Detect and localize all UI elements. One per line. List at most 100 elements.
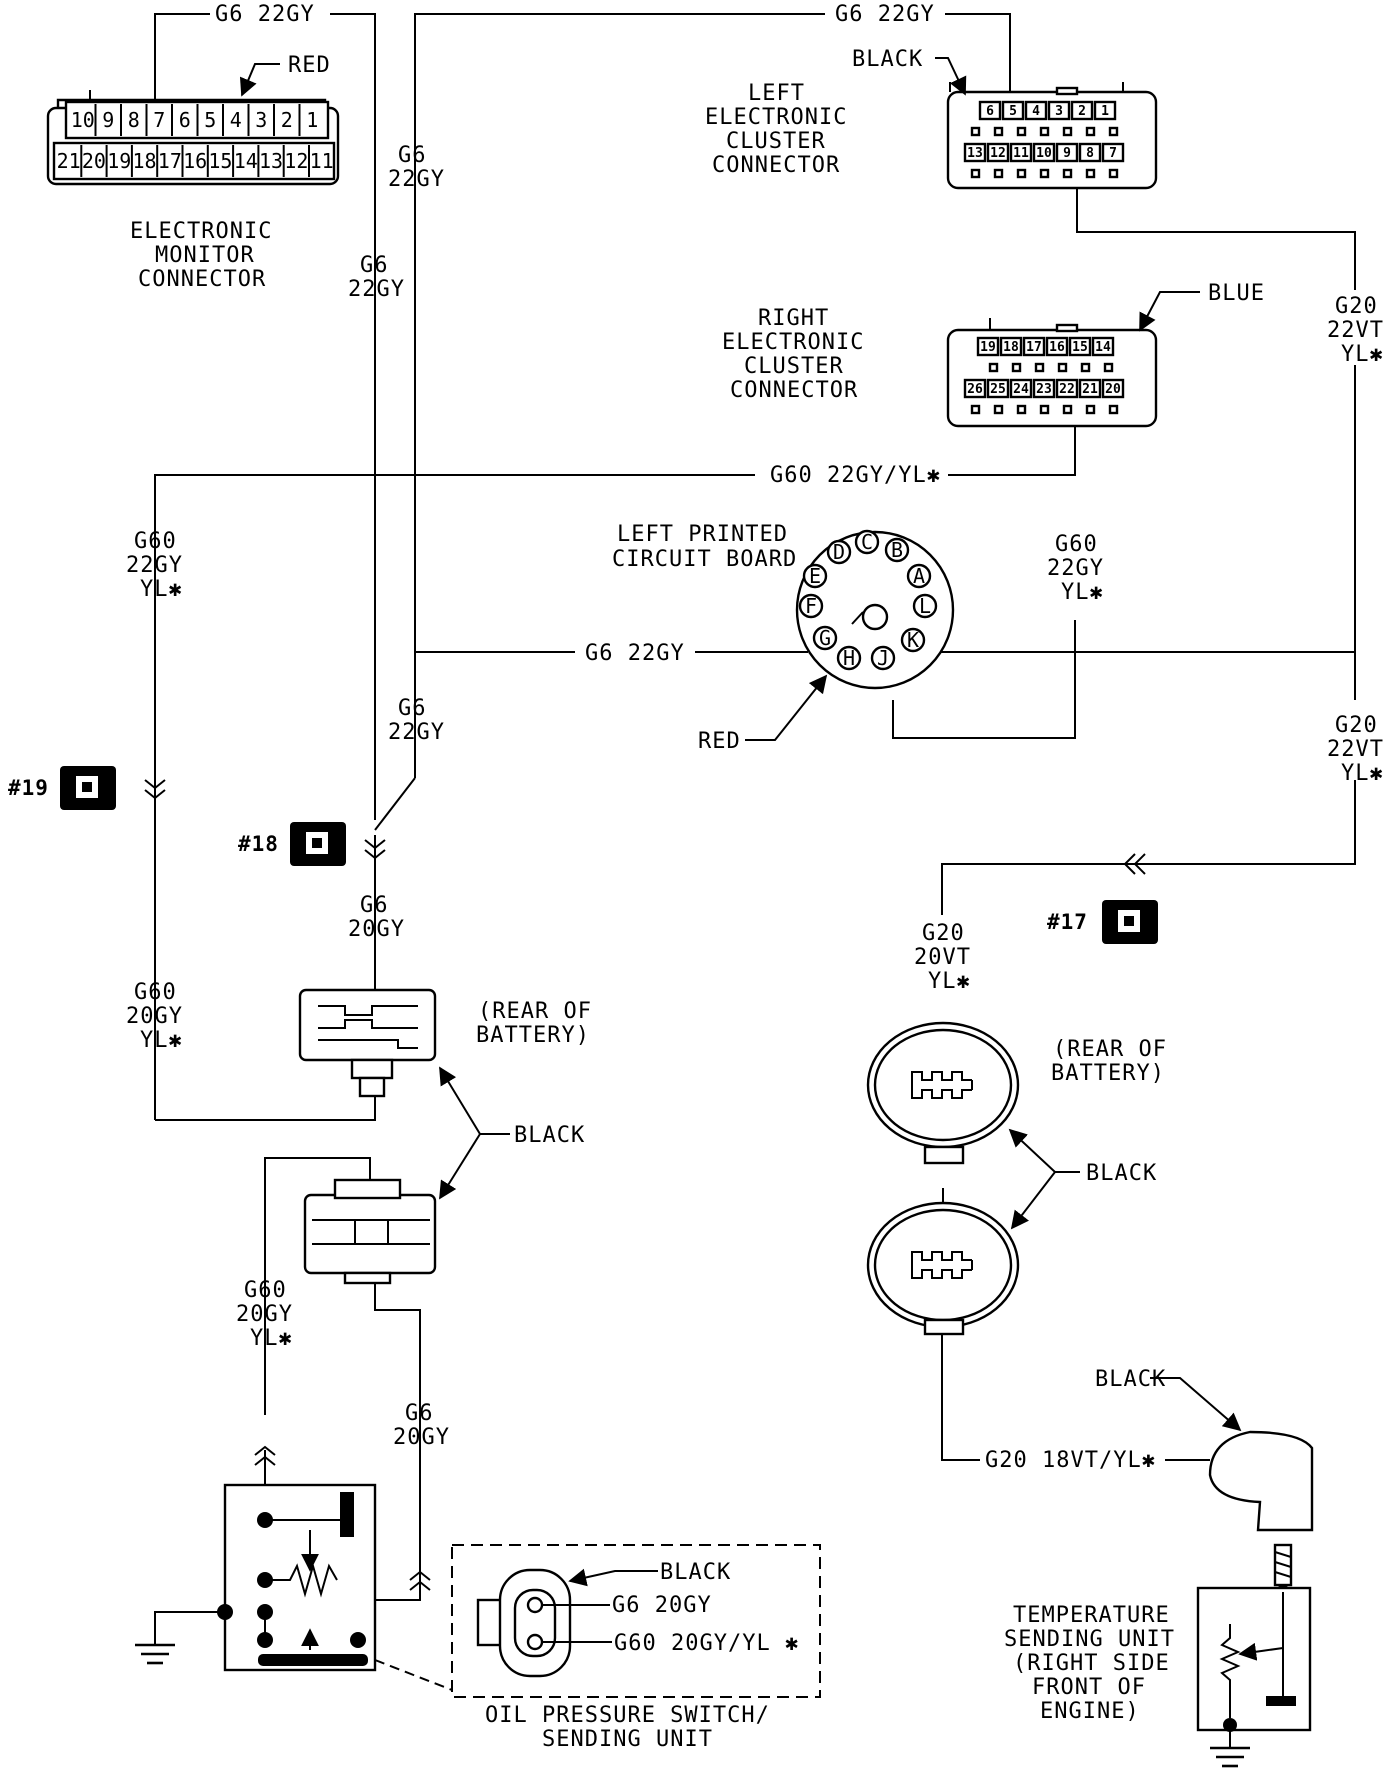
pcb-pin-label: A [913, 564, 925, 588]
wire-label-top-right: G6 22GY [835, 2, 935, 27]
svg-text:BLACK: BLACK [1086, 1161, 1157, 1186]
svg-text:G20: G20 [1335, 713, 1378, 738]
pin-label: 15 [1072, 340, 1088, 355]
pcb-color-callout: RED [698, 674, 828, 754]
svg-text:22GY: 22GY [348, 277, 405, 302]
label-g60-22gy-right: G60 22GY YL✱ [1047, 532, 1104, 605]
svg-text:CIRCUIT BOARD: CIRCUIT BOARD [612, 547, 797, 572]
svg-text:FRONT OF: FRONT OF [1032, 1675, 1146, 1700]
svg-text:22VT: 22VT [1327, 737, 1384, 762]
svg-text:20GY: 20GY [126, 1004, 183, 1029]
pin-label: 7 [1109, 146, 1117, 161]
svg-text:CONNECTOR: CONNECTOR [730, 378, 858, 403]
oil-color: BLACK [660, 1560, 731, 1585]
splice-19: #19 [8, 766, 166, 810]
right-cluster-color-callout: BLUE [1139, 281, 1264, 332]
rear-battery-connector-right-upper [866, 1021, 1020, 1165]
svg-text:(REAR OF: (REAR OF [1053, 1037, 1167, 1062]
svg-text:MONITOR: MONITOR [155, 243, 255, 268]
splice-18: #18 [238, 822, 386, 866]
wire-g20-cluster [941, 185, 1356, 915]
pcb-color: RED [698, 729, 741, 754]
label-g6-20gy-b: G6 20GY [393, 1401, 450, 1450]
svg-text:20GY: 20GY [348, 917, 405, 942]
svg-text:#19: #19 [8, 776, 49, 800]
temperature-sender-unit [1196, 1543, 1312, 1768]
pin-label: 11 [1013, 146, 1029, 161]
pin-label: 12 [990, 146, 1006, 161]
pcb-pin-label: F [805, 594, 817, 618]
splice-17: #17 [1047, 853, 1158, 944]
pcb-pin-label: E [809, 564, 821, 588]
left-cluster-color: BLACK [852, 47, 923, 72]
temperature-sender-connector: BLACK [1095, 1367, 1314, 1532]
pin-label: 7 [153, 108, 165, 132]
svg-text:BATTERY): BATTERY) [476, 1023, 590, 1048]
svg-text:YL✱: YL✱ [1061, 580, 1104, 605]
ground-symbol-left [135, 1604, 233, 1665]
pin-label: 20 [82, 149, 106, 173]
oil-pressure-switch [223, 1483, 377, 1672]
label-g60-20gy-left: G60 20GY YL✱ [126, 980, 183, 1053]
pin-label: 10 [71, 108, 95, 132]
label-g6-22gy-a: G6 22GY [388, 143, 445, 192]
pin-label: 23 [1036, 382, 1052, 397]
pcb-pin-label: D [833, 540, 845, 564]
svg-text:G60: G60 [1055, 532, 1098, 557]
pcb-pin-label: G [819, 626, 831, 650]
pcb-title: LEFT PRINTED CIRCUIT BOARD [612, 522, 797, 572]
pin-label: 21 [1082, 382, 1098, 397]
svg-text:ELECTRONIC: ELECTRONIC [705, 105, 847, 130]
pin-label: 26 [967, 382, 983, 397]
label-g6-22gy-b: G6 22GY [348, 253, 405, 302]
pin-label: 16 [183, 149, 207, 173]
pcb-pin-label: C [861, 530, 873, 554]
svg-text:20VT: 20VT [914, 945, 971, 970]
left-cluster-title: LEFT ELECTRONIC CLUSTER CONNECTOR [705, 81, 847, 178]
temperature-sender-title: TEMPERATURE SENDING UNIT (RIGHT SIDE FRO… [1004, 1603, 1174, 1724]
rear-battery-connector-left-upper [298, 988, 437, 1098]
oil-sending-unit-box: BLACK G6 20GY G60 20GY/YL ✱ [374, 1544, 821, 1698]
pcb-pin-label: H [843, 646, 855, 670]
svg-text:22GY: 22GY [388, 167, 445, 192]
label-g20-18vt: G20 18VT/YL✱ [985, 1448, 1156, 1473]
temp-connector-color: BLACK [1095, 1367, 1166, 1392]
svg-text:SENDING UNIT: SENDING UNIT [542, 1727, 713, 1752]
label-g60-22gy-left: G60 22GY YL✱ [126, 529, 182, 602]
pin-label: 1 [306, 108, 318, 132]
svg-text:G20: G20 [922, 921, 965, 946]
oil-sending-unit-title: OIL PRESSURE SWITCH/ SENDING UNIT [485, 1703, 769, 1752]
pin-label: 13 [259, 149, 283, 173]
svg-text:20GY: 20GY [393, 1425, 450, 1450]
pin-label: 14 [234, 149, 258, 173]
oil-wire-g60: G60 20GY/YL ✱ [614, 1631, 799, 1656]
oil-wire-g6: G6 20GY [612, 1593, 712, 1618]
pin-label: 24 [1013, 382, 1029, 397]
pin-label: 18 [133, 149, 157, 173]
svg-text:ELECTRONIC: ELECTRONIC [130, 219, 272, 244]
pin-label: 4 [1032, 104, 1040, 119]
pin-label: 3 [255, 108, 267, 132]
pin-label: 2 [281, 108, 293, 132]
pin-label: 17 [1026, 340, 1042, 355]
svg-text:LEFT PRINTED: LEFT PRINTED [617, 522, 788, 547]
black-callout-left: BLACK [439, 1066, 585, 1200]
pin-label: 18 [1003, 340, 1019, 355]
svg-text:BLACK: BLACK [514, 1123, 585, 1148]
svg-text:#17: #17 [1047, 910, 1088, 934]
svg-text:YL✱: YL✱ [928, 969, 971, 994]
rear-battery-connector-right-lower [866, 1188, 1020, 1336]
pin-label: 25 [990, 382, 1006, 397]
wire-g20-lower [941, 1320, 980, 1461]
label-g6-22gy-c: G6 22GY [388, 696, 444, 745]
pin-label: 16 [1049, 340, 1065, 355]
pcb-pin-label: K [907, 628, 919, 652]
pin-label: 1 [1101, 104, 1109, 119]
wire-g6-monitor [154, 13, 376, 820]
wire-g60-trunk [154, 402, 1076, 1120]
connector-marks-oil [254, 1445, 431, 1591]
svg-text:#18: #18 [238, 832, 279, 856]
label-g20-22vt-b: G20 22VT YL✱ [1327, 713, 1384, 786]
